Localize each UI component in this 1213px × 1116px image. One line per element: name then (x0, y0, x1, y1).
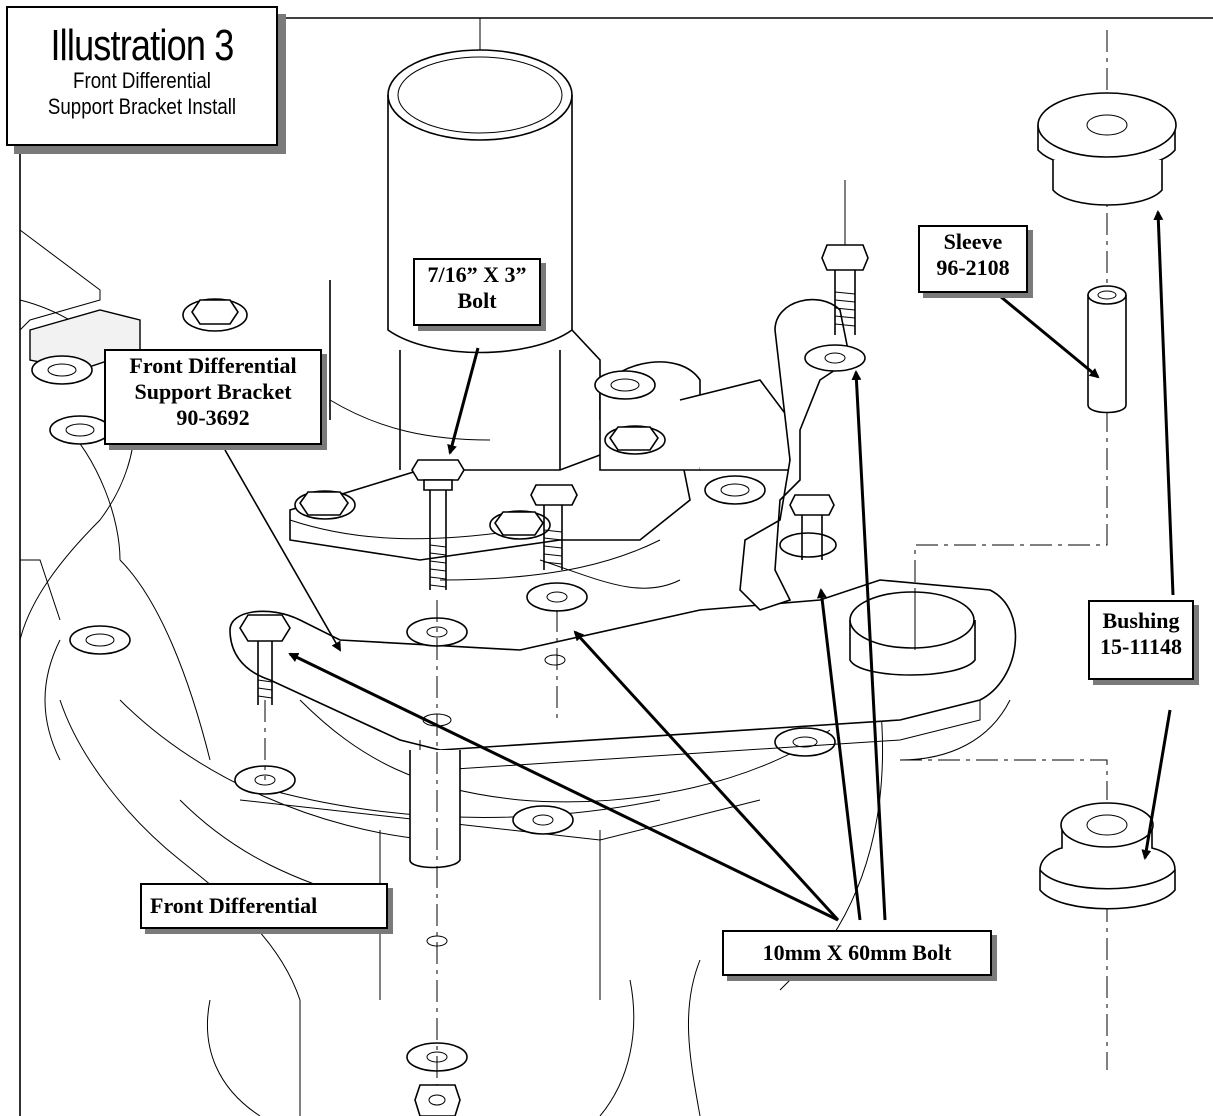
callout-7-16-bolt: 7/16” X 3” Bolt (413, 258, 541, 326)
arrow-bushing-top (1153, 210, 1175, 596)
arrow-bushing-bottom (1141, 709, 1172, 860)
arrow-10mm-4 (851, 370, 887, 921)
bushing-bottom (1039, 802, 1176, 910)
bushing-top (1037, 92, 1177, 206)
illustration-subtitle-line2: Support Bracket Install (47, 94, 237, 119)
callout-sleeve: Sleeve 96-2108 (918, 225, 1028, 293)
illustration-subtitle-line1: Front Differential (73, 68, 211, 93)
callout-support-bracket-line3: 90-3692 (176, 405, 250, 430)
housing-bolt-heads (31, 298, 836, 757)
arrow-bracket (224, 449, 341, 652)
callout-support-bracket-line1: Front Differential (129, 353, 297, 378)
frame-border (19, 17, 1213, 1116)
center-lines (264, 30, 1108, 1085)
callout-support-bracket-line2: Support Bracket (134, 379, 292, 404)
bolts (239, 180, 869, 1116)
callout-bushing-line1: Bushing (1102, 608, 1180, 633)
illustration-title-box: Illustration 3 Front Differential Suppor… (6, 6, 278, 146)
illustration-title: Illustration 3 (50, 21, 234, 70)
axle-tube-cylinder (329, 18, 601, 480)
callout-10mm-bolt-line1: 10mm X 60mm Bolt (762, 940, 952, 965)
flange-plate (289, 361, 791, 589)
callout-front-differential-line1: Front Differential (150, 893, 318, 918)
arrow-10mm-2 (573, 630, 840, 922)
callout-sleeve-line2: 96-2108 (936, 255, 1010, 280)
callout-bushing: Bushing 15-11148 (1088, 600, 1194, 680)
arrow-7-16-bolt (447, 347, 480, 455)
support-bracket-plate (229, 298, 1017, 869)
callout-support-bracket: Front Differential Support Bracket 90-36… (104, 349, 322, 445)
callout-7-16-bolt-line1: 7/16” X 3” (427, 262, 527, 287)
callout-7-16-bolt-line2: Bolt (457, 288, 497, 313)
callout-sleeve-line1: Sleeve (943, 229, 1003, 254)
arrow-sleeve (994, 290, 1100, 379)
leader-arrows (224, 210, 1175, 922)
callout-10mm-bolt: 10mm X 60mm Bolt (722, 930, 992, 976)
callout-bushing-line2: 15-11148 (1100, 634, 1182, 659)
sleeve-part (1087, 285, 1127, 414)
arrow-10mm-1 (288, 652, 839, 922)
arrow-10mm-3 (816, 588, 862, 921)
callout-front-differential: Front Differential (140, 883, 388, 929)
